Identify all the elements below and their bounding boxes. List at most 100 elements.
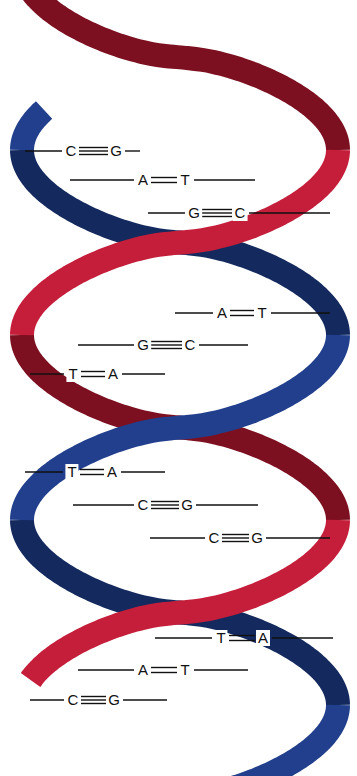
backbone-link [70,179,134,180]
base-pair [150,535,330,542]
hydrogen-bond [202,216,232,217]
nucleotide-base: A [105,464,119,480]
nucleotide-base: C [136,497,151,513]
hydrogen-bond [202,212,232,213]
backbone-link [271,312,330,313]
nucleotide-base: C [233,205,248,221]
backbone-link [78,669,134,670]
nucleotide-base: C [207,530,222,546]
hydrogen-bond [229,640,255,641]
hydrogen-bond [79,147,108,148]
backbone-link [78,344,134,345]
nucleotide-base: C [64,143,79,159]
strand-back [22,520,338,705]
nucleotide-base: T [255,305,268,321]
base-pair [30,697,167,704]
backbone-link [30,373,64,374]
nucleotide-base: C [66,692,81,708]
nucleotide-base: A [136,662,150,678]
base-pair [155,636,333,641]
nucleotide-base: G [186,205,202,221]
base-pair [78,342,248,349]
hydrogen-bond [222,534,249,535]
nucleotide-base: G [179,497,195,513]
hydrogen-bond [151,177,177,178]
strand-front [22,110,44,150]
hydrogen-bond [151,182,177,183]
backbone-link [155,637,212,638]
nucleotide-base: T [178,662,191,678]
strand-back [25,0,338,150]
strand-front [156,705,338,776]
hydrogen-bond [81,703,106,704]
backbone-link [249,212,330,213]
hydrogen-bond [230,315,254,316]
hydrogen-bond [151,504,179,505]
backbone-link [25,471,63,472]
hydrogen-bond [79,154,108,155]
nucleotide-base: T [65,464,78,480]
nucleotide-base: T [66,366,79,382]
hydrogen-bond [79,150,108,151]
hydrogen-bond [81,699,106,700]
hydrogen-bond [222,541,249,542]
backbone-link [196,504,258,505]
nucleotide-base: T [214,630,227,646]
backbone-link [122,373,165,374]
backbone-link [125,150,140,151]
hydrogen-bond [151,344,182,345]
hydrogen-bond [80,469,104,470]
strand-front [22,335,338,520]
base-pair [78,668,248,673]
backbone-link [123,699,167,700]
hydrogen-bond [81,371,105,372]
base-pair [175,311,330,316]
nucleotide-base: A [106,366,120,382]
strand-back [22,150,338,335]
backbone-link [148,212,185,213]
hydrogen-bond [230,310,254,311]
backbone-link [73,504,134,505]
nucleotide-base: G [249,530,265,546]
backbone-link [25,150,62,151]
hydrogen-bond [151,672,177,673]
backbone-link [194,179,255,180]
backbone-link [194,669,248,670]
hydrogen-bond [151,667,177,668]
hydrogen-bond [151,348,182,349]
backbone-link [266,537,330,538]
nucleotide-base: C [183,337,198,353]
backbone-link [30,699,64,700]
hydrogen-bond [80,474,104,475]
base-pair-lines [25,148,333,704]
nucleotide-base: G [106,692,122,708]
nucleotide-base: G [135,337,151,353]
nucleotide-base: A [136,172,150,188]
strand-back [22,335,338,520]
nucleotide-base: A [256,630,270,646]
nucleotide-base: G [108,143,124,159]
nucleotide-base: T [178,172,191,188]
backbone-link [121,471,165,472]
hydrogen-bond [222,537,249,538]
hydrogen-bond [202,209,232,210]
nucleotide-base: A [215,305,229,321]
hydrogen-bond [151,501,179,502]
hydrogen-bond [229,635,255,636]
base-pair [25,470,165,475]
base-pair [30,372,165,377]
helix-ribbons [22,0,338,776]
backbone-link [272,637,333,638]
base-pair [70,178,255,183]
strand-front [22,150,338,335]
hydrogen-bond [81,696,106,697]
backbone-link [199,344,248,345]
hydrogen-bond [151,508,179,509]
hydrogen-bond [151,341,182,342]
hydrogen-bond [81,376,105,377]
backbone-link [150,537,205,538]
base-pair [73,502,258,509]
backbone-link [175,312,213,313]
strand-front [31,520,338,680]
